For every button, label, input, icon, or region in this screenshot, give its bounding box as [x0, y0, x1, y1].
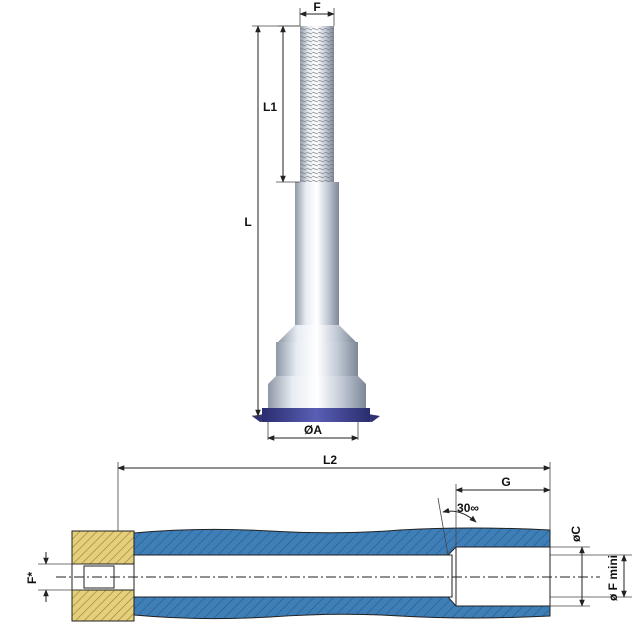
wall-section-bottom: [133, 596, 551, 620]
bore-diameter-label: øC: [569, 526, 583, 542]
collar: [276, 342, 358, 376]
nut-block-top: [71, 530, 135, 565]
section-view: L2 G 30∞ øC ø F mini F*: [25, 453, 632, 622]
thread-length-label: L1: [263, 100, 277, 114]
stud-illustration: F L1 L ØA: [244, 0, 380, 441]
nut-block-bottom: [71, 589, 135, 622]
lower-collar: [268, 384, 366, 410]
wall-section-top: [133, 527, 551, 556]
chamfer-angle-label: 30∞: [457, 501, 479, 515]
smooth-shank: [295, 182, 339, 332]
shank-transition: [278, 325, 356, 342]
min-diameter-label: ø F mini: [606, 555, 620, 601]
thread-diameter-label: F: [313, 0, 320, 14]
bore-length-label: L2: [323, 453, 337, 467]
thread-mark-label: F*: [25, 572, 39, 584]
counterbore-depth-label: G: [501, 475, 510, 489]
base-diameter-label: ØA: [304, 423, 322, 437]
overall-length-label: L: [244, 215, 251, 229]
bore: [133, 554, 453, 598]
